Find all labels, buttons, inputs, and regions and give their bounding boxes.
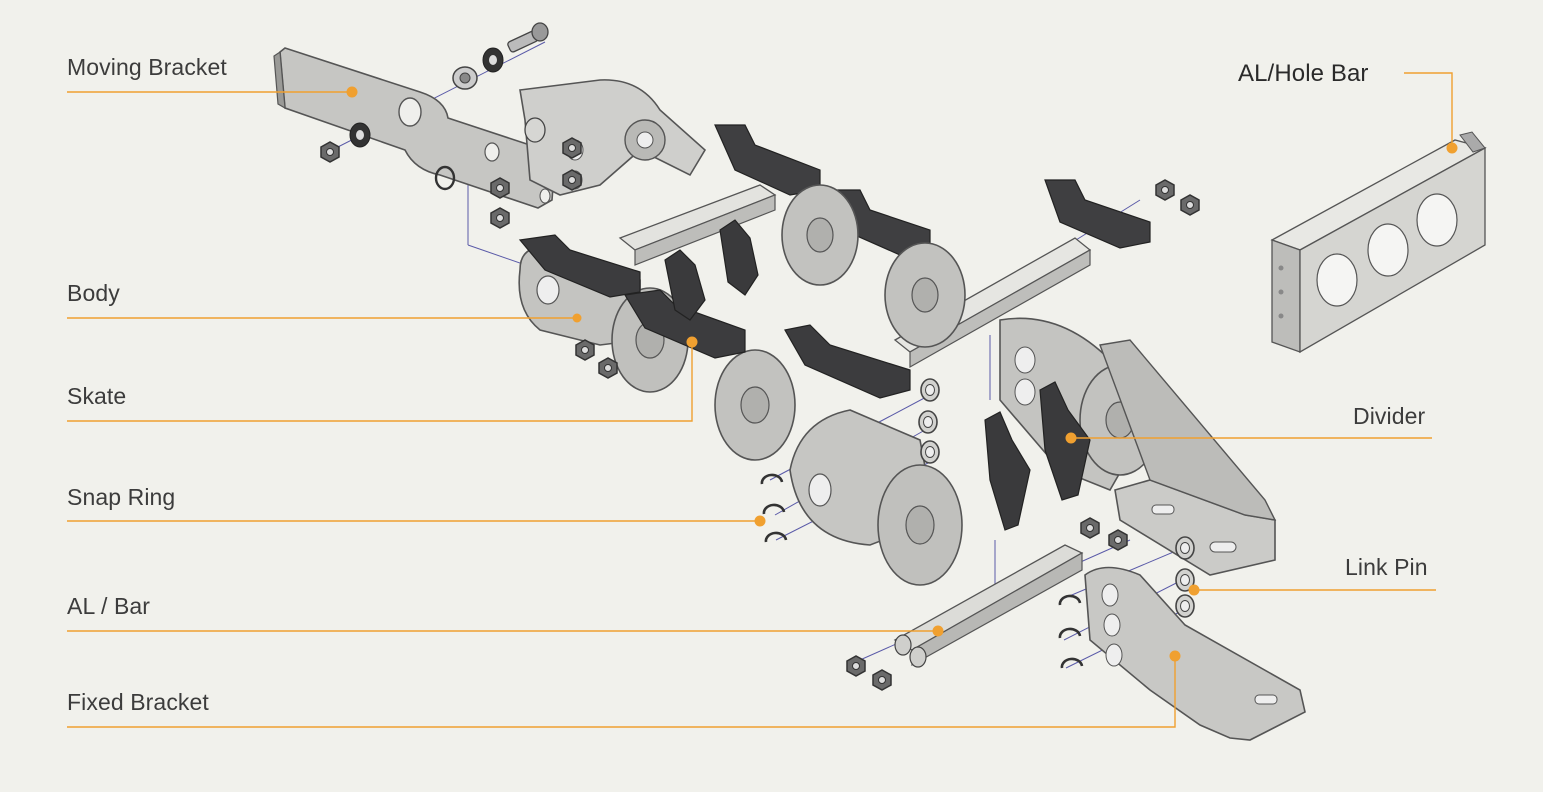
label-divider: Divider [1353, 403, 1426, 429]
leader-skate [67, 342, 693, 422]
label-moving-bracket: Moving Bracket [67, 54, 227, 80]
fixed-bracket-part [1084, 339, 1306, 741]
dot-body [572, 313, 582, 323]
dot-divider [1065, 432, 1077, 444]
label-link-pin: Link Pin [1345, 554, 1428, 580]
dot-moving-bracket [346, 86, 358, 98]
dot-fixed-bracket [1169, 650, 1181, 662]
dot-al-bar [932, 625, 944, 637]
label-snap-ring: Snap Ring [67, 484, 176, 510]
moving-bracket-part [273, 47, 556, 209]
label-al-hole-bar: AL/Hole Bar [1238, 60, 1369, 87]
leader-fixed-bracket [67, 656, 1176, 728]
middle-skates [518, 234, 911, 399]
top-skates [714, 124, 1151, 256]
dot-skate [686, 336, 698, 348]
dot-link-pin [1188, 584, 1200, 596]
dot-snap-ring [754, 515, 766, 527]
moving-bracket-plate-2 [519, 79, 707, 196]
fastener-group-top [320, 22, 582, 229]
dot-al-hole-bar [1446, 142, 1458, 154]
dividers [664, 219, 1091, 531]
label-skate: Skate [67, 383, 127, 409]
leader-al-hole-bar [1404, 72, 1453, 148]
label-body: Body [67, 280, 120, 306]
label-fixed-bracket: Fixed Bracket [67, 689, 209, 715]
callout-dots [346, 86, 1458, 662]
label-al-bar: AL / Bar [67, 593, 151, 619]
leader-lines [67, 72, 1453, 728]
al-hole-bar-part [1270, 131, 1487, 354]
al-bar-bottom [846, 517, 1128, 691]
